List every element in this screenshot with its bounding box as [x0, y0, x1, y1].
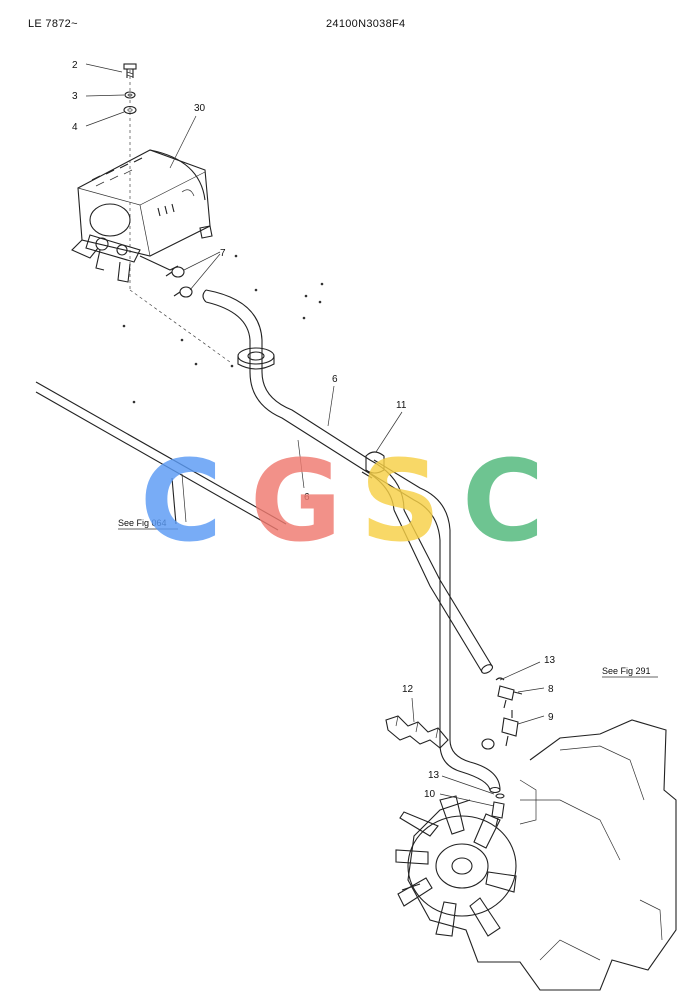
elbow-fitting-part: [491, 793, 505, 827]
callout-6-upper: 6: [332, 374, 338, 385]
flat-washer-part: [123, 105, 137, 115]
callout-2: 2: [72, 60, 78, 71]
watermark-letter-s: S: [360, 437, 441, 567]
callout-8: 8: [548, 684, 554, 695]
engine-outline: [407, 719, 677, 991]
model-code-label: LE 7872~: [28, 18, 78, 30]
hose-ring-part: [481, 738, 495, 750]
callout-13-upper: 13: [544, 655, 556, 666]
bolt-part: [123, 63, 137, 78]
leader-lines: [85, 63, 545, 807]
watermark-letter-c2: C: [462, 437, 544, 567]
water-valve-fitting-part: [495, 677, 523, 709]
valve-body-part: [501, 710, 519, 747]
callout-7: 7: [220, 248, 226, 259]
hose-clamp-part: [165, 266, 193, 298]
callout-9: 9: [548, 712, 554, 723]
assembly-guide-line: [129, 289, 231, 363]
callout-10: 10: [424, 789, 436, 800]
see-fig-291-reference: See Fig 291: [602, 666, 651, 676]
see-fig-064-reference: See Fig 064: [118, 518, 167, 528]
hose-clip-strip-part: [385, 715, 449, 749]
callout-13-lower: 13: [428, 770, 440, 781]
drawing-number-label: 24100N3038F4: [326, 18, 406, 30]
cgsc-watermark-logo: C G S C: [140, 437, 544, 567]
callout-12: 12: [402, 684, 414, 695]
callout-30: 30: [194, 103, 206, 114]
watermark-letter-g: G: [250, 437, 342, 567]
connecting-pipe-left: [35, 381, 287, 531]
watermark-letter-c1: C: [140, 437, 222, 567]
heater-hose-pair: [202, 289, 501, 794]
callout-4: 4: [72, 122, 78, 133]
hose-grommet-part: [237, 347, 275, 370]
callout-6-lower: 6: [304, 492, 310, 503]
callout-3: 3: [72, 91, 78, 102]
callout-11: 11: [396, 400, 407, 411]
mounting-bolts-dots: [122, 254, 324, 404]
hose-support-clamp-part: [361, 451, 385, 479]
heater-unit-part: [71, 149, 213, 283]
cooling-fan-part: [395, 795, 517, 937]
lock-washer-part: [124, 91, 136, 99]
